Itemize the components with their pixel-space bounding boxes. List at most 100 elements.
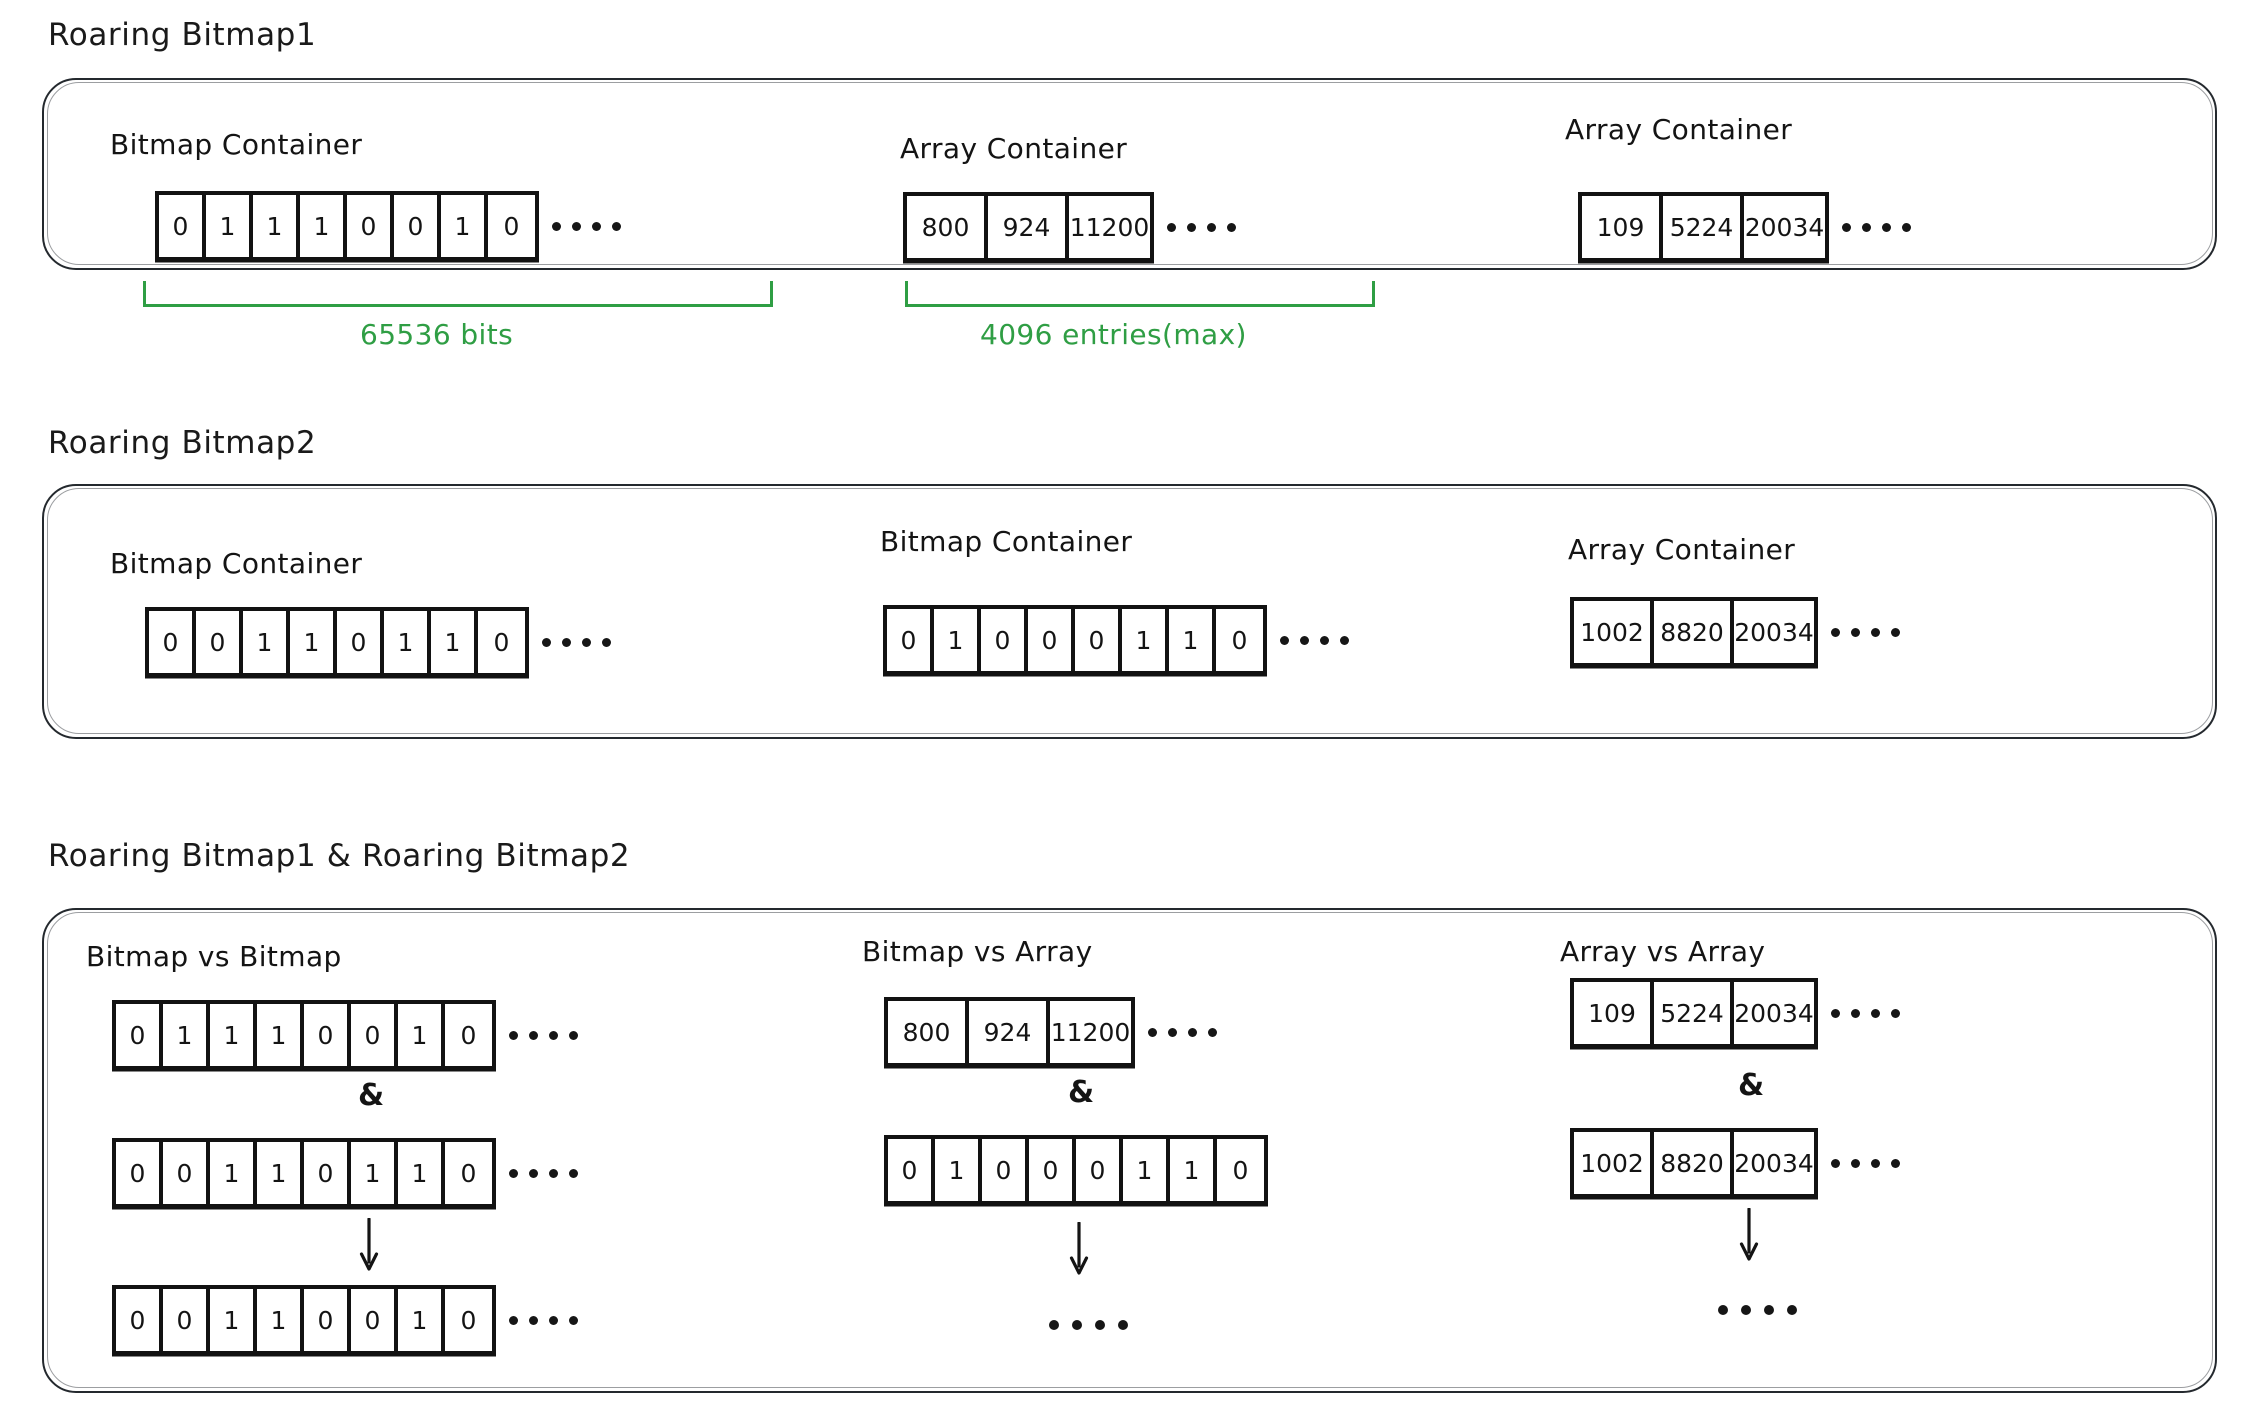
cell: 0	[888, 1139, 935, 1201]
result-ellipsis-dots-icon-3-3	[1718, 1305, 1797, 1315]
cell: 0	[1076, 1139, 1123, 1201]
cell: 0	[116, 1289, 163, 1351]
bitmap-cells-1-1: 0 1 1 1 0 0 1 0	[155, 191, 539, 261]
cell: 0	[478, 611, 525, 673]
ellipsis-dots-icon	[1831, 597, 1900, 667]
down-arrow-icon-3-3	[1739, 1208, 1759, 1261]
measure-label-65536-bits: 65536 bits	[360, 318, 514, 351]
cell: 109	[1574, 982, 1654, 1044]
ellipsis-dots-icon	[1148, 997, 1217, 1067]
cell: 1	[210, 1289, 257, 1351]
cell: 1	[257, 1289, 304, 1351]
array-cells-3-2-a: 800 924 11200	[884, 997, 1135, 1067]
cell-strip-2-2: 0 1 0 0 0 1 1 0	[883, 605, 1349, 675]
ellipsis-dots-icon	[552, 191, 621, 261]
cell: 1	[1169, 609, 1216, 671]
cell: 0	[159, 195, 206, 257]
cell: 0	[1216, 609, 1263, 671]
cell: 800	[888, 1001, 969, 1063]
cell: 1	[1122, 609, 1169, 671]
bitmap-cells-3-2-b: 0 1 0 0 0 1 1 0	[884, 1135, 1268, 1205]
array-cells-1-3: 109 5224 20034	[1578, 192, 1829, 262]
ellipsis-dots-icon	[509, 1138, 578, 1208]
cell: 1	[398, 1289, 445, 1351]
cell: 0	[351, 1289, 398, 1351]
ellipsis-dots-icon	[542, 607, 611, 677]
container-label-array-container-2-3: Array Container	[1568, 533, 1796, 566]
ellipsis-dots-icon	[1831, 978, 1900, 1048]
cell: 0	[304, 1142, 351, 1204]
cell: 1	[163, 1004, 210, 1066]
container-label-array-container-1-2: Array Container	[900, 132, 1128, 165]
container-label-bitmap-container-1-1: Bitmap Container	[110, 128, 363, 161]
cell: 0	[445, 1142, 492, 1204]
cell: 0	[304, 1289, 351, 1351]
cell: 1	[206, 195, 253, 257]
cell: 1	[290, 611, 337, 673]
cell: 0	[394, 195, 441, 257]
ellipsis-dots-icon	[509, 1000, 578, 1070]
cell-strip-1-2: 800 924 11200	[903, 192, 1236, 262]
cell: 1	[384, 611, 431, 673]
cell: 1	[934, 609, 981, 671]
cell: 1	[210, 1142, 257, 1204]
ellipsis-dots-icon	[1842, 192, 1911, 262]
cell: 0	[887, 609, 934, 671]
cell: 1	[1170, 1139, 1217, 1201]
cell: 0	[1075, 609, 1122, 671]
measure-bracket-65536-bits	[143, 281, 773, 307]
cell: 1	[398, 1142, 445, 1204]
result-strip-3-1: 0 0 1 1 0 0 1 0	[112, 1285, 578, 1355]
cell-strip-1-3: 109 5224 20034	[1578, 192, 1911, 262]
cell: 0	[149, 611, 196, 673]
cell: 20034	[1734, 601, 1814, 663]
cell-strip-1-1: 0 1 1 1 0 0 1 0	[155, 191, 621, 261]
array-cells-3-3-a: 109 5224 20034	[1570, 978, 1818, 1048]
cell: 20034	[1744, 196, 1825, 258]
bitmap-cells-2-1: 0 0 1 1 0 1 1 0	[145, 607, 529, 677]
cell: 109	[1582, 196, 1663, 258]
cell-strip-2-3: 1002 8820 20034	[1570, 597, 1900, 667]
result-ellipsis-dots-icon-3-2	[1049, 1320, 1128, 1330]
cell: 1	[253, 195, 300, 257]
container-label-bitmap-container-2-2: Bitmap Container	[880, 525, 1133, 558]
operator-ampersand-3-1: &	[358, 1078, 385, 1113]
cell: 8820	[1654, 1132, 1734, 1194]
cell: 1	[351, 1142, 398, 1204]
cell: 5224	[1654, 982, 1734, 1044]
operand-a-strip-3-3: 109 5224 20034	[1570, 978, 1900, 1048]
ellipsis-dots-icon	[1167, 192, 1236, 262]
cell: 5224	[1663, 196, 1744, 258]
operator-ampersand-3-2: &	[1068, 1075, 1095, 1110]
cell: 0	[351, 1004, 398, 1066]
cell: 1	[1123, 1139, 1170, 1201]
cell: 800	[907, 196, 988, 258]
cell: 20034	[1734, 1132, 1814, 1194]
cell: 0	[981, 609, 1028, 671]
cell: 1	[935, 1139, 982, 1201]
array-cells-2-3: 1002 8820 20034	[1570, 597, 1818, 667]
cell: 1	[257, 1142, 304, 1204]
cell: 0	[1217, 1139, 1264, 1201]
bitmap-cells-3-1-a: 0 1 1 1 0 0 1 0	[112, 1000, 496, 1070]
bitmap-cells-2-2: 0 1 0 0 0 1 1 0	[883, 605, 1267, 675]
column-label-bitmap-vs-bitmap: Bitmap vs Bitmap	[86, 940, 342, 973]
section-title-roaring-bitmap1: Roaring Bitmap1	[48, 17, 317, 53]
cell: 0	[116, 1142, 163, 1204]
operand-b-strip-3-1: 0 0 1 1 0 1 1 0	[112, 1138, 578, 1208]
cell: 1	[441, 195, 488, 257]
cell: 1002	[1574, 1132, 1654, 1194]
cell: 0	[982, 1139, 1029, 1201]
column-label-bitmap-vs-array: Bitmap vs Array	[862, 935, 1093, 968]
cell: 0	[445, 1289, 492, 1351]
cell: 1	[210, 1004, 257, 1066]
operator-ampersand-3-3: &	[1738, 1068, 1765, 1103]
cell-strip-2-1: 0 0 1 1 0 1 1 0	[145, 607, 611, 677]
section-title-roaring-bitmap-intersection: Roaring Bitmap1 & Roaring Bitmap2	[48, 838, 631, 874]
down-arrow-icon-3-1	[359, 1218, 379, 1271]
cell: 0	[337, 611, 384, 673]
cell: 0	[488, 195, 535, 257]
measure-label-4096-entries: 4096 entries(max)	[980, 318, 1247, 351]
cell: 0	[304, 1004, 351, 1066]
